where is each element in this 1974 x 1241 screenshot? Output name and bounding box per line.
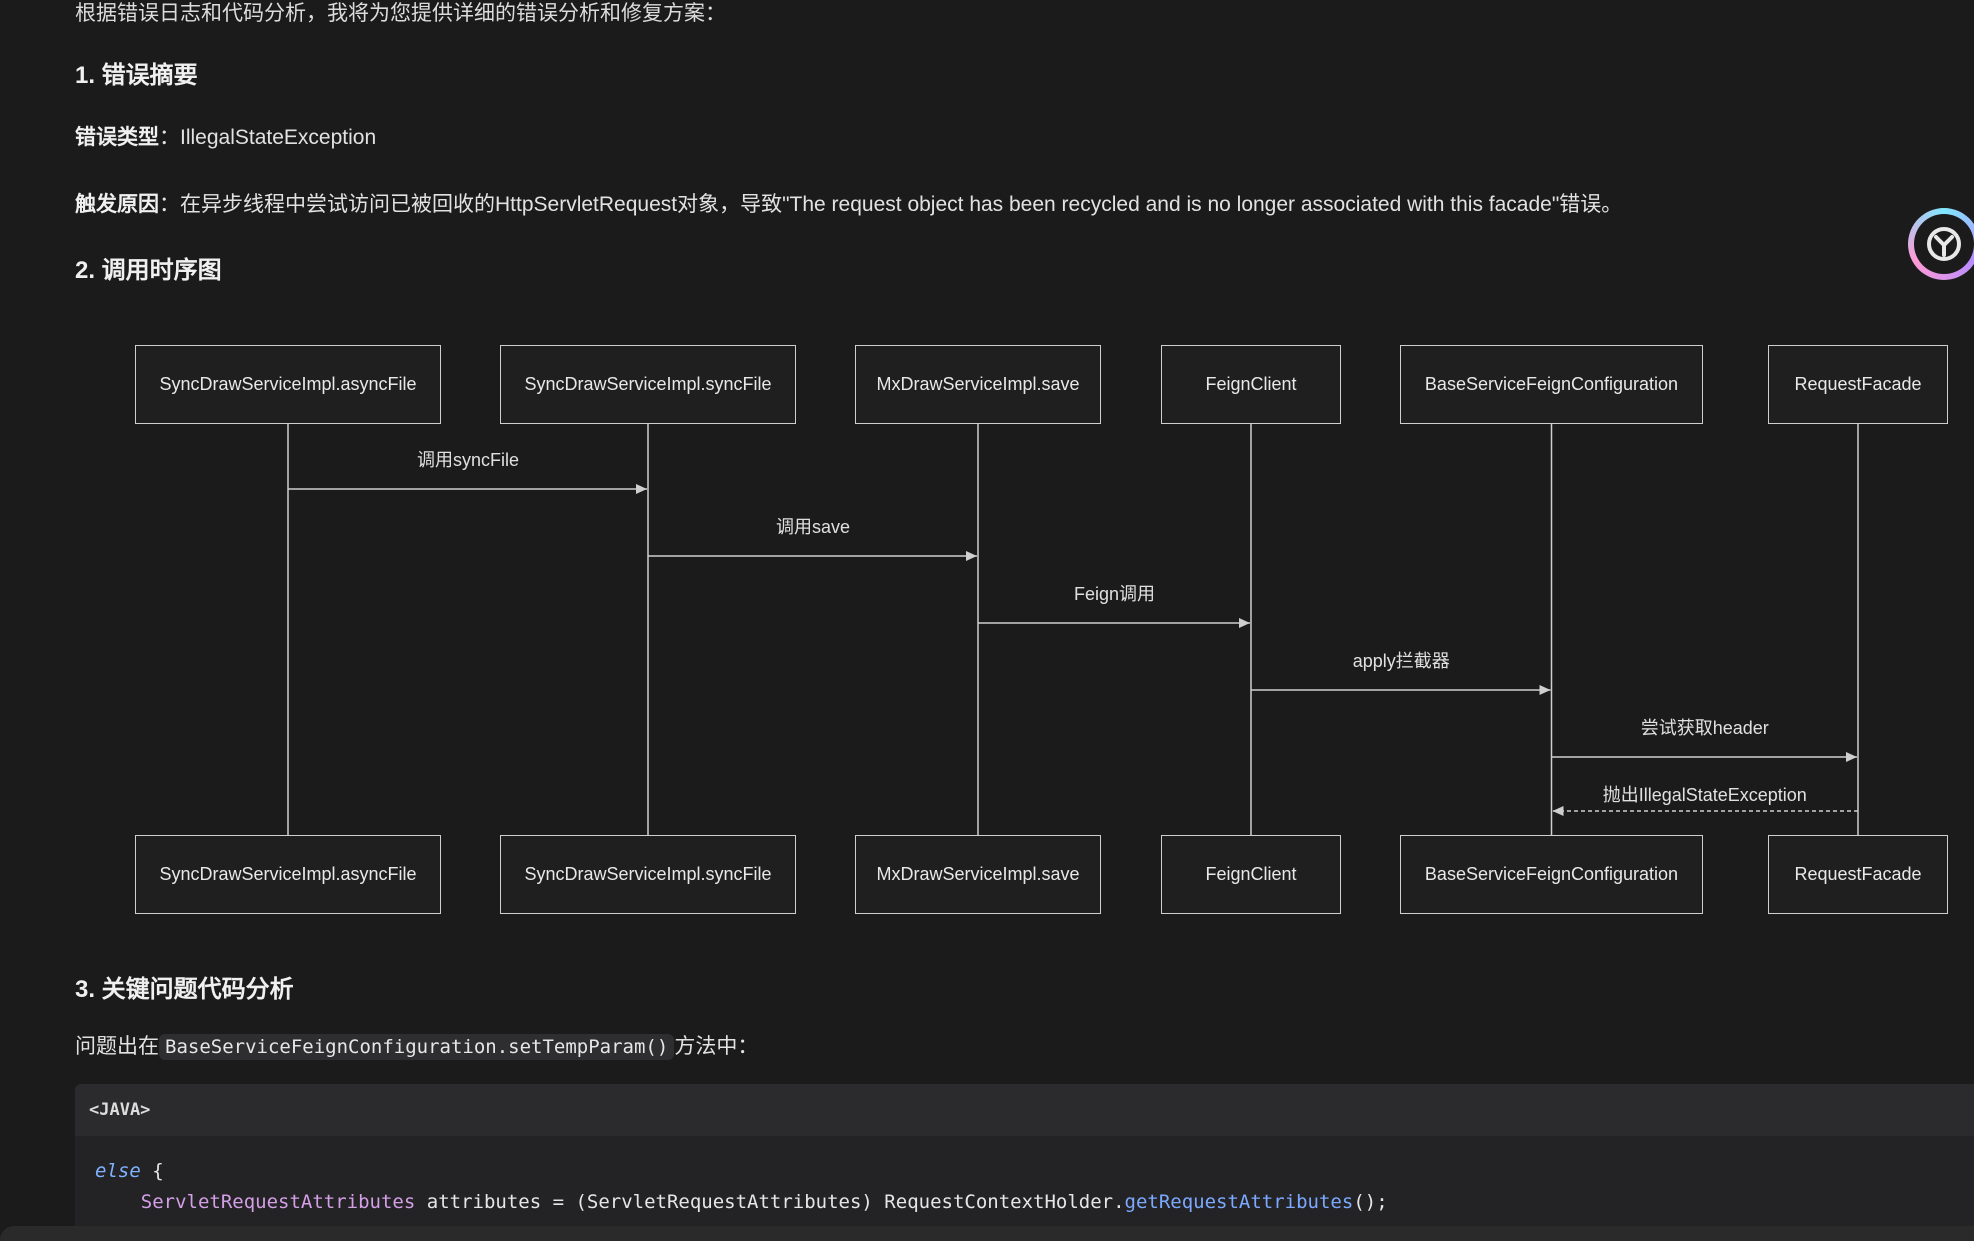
section-2-title: 2. 调用时序图 bbox=[75, 257, 222, 284]
message-label-0: 调用syncFile bbox=[416, 450, 520, 470]
code-body[interactable]: else { ServletRequestAttributes attribut… bbox=[75, 1136, 1974, 1218]
section-3-title: 3. 关键问题代码分析 bbox=[75, 976, 294, 1003]
code-language-label: <JAVA> bbox=[75, 1084, 1974, 1136]
code-line-2-mid: attributes = (ServletRequestAttributes) … bbox=[415, 1191, 1125, 1213]
message-label-2: Feign调用 bbox=[1073, 584, 1156, 604]
section-1-title: 1. 错误摘要 bbox=[75, 62, 198, 89]
error-cause-label: 触发原因 bbox=[75, 193, 159, 216]
code-line-1: else { bbox=[95, 1156, 1954, 1187]
actor-top-4: BaseServiceFeignConfiguration bbox=[1400, 345, 1703, 424]
actor-top-2: MxDrawServiceImpl.save bbox=[855, 345, 1101, 424]
code-type: ServletRequestAttributes bbox=[140, 1191, 416, 1213]
code-keyword-else: else bbox=[95, 1160, 141, 1182]
actor-bottom-0: SyncDrawServiceImpl.asyncFile bbox=[135, 835, 441, 914]
message-label-3: apply拦截器 bbox=[1352, 651, 1450, 671]
chat-message-content: 根据错误日志和代码分析，我将为您提供详细的错误分析和修复方案： 1. 错误摘要 … bbox=[75, 0, 1974, 1241]
error-type-value: ：IllegalStateException bbox=[159, 126, 377, 149]
sequence-diagram-lines bbox=[287, 424, 1859, 835]
code-method: getRequestAttributes bbox=[1124, 1191, 1354, 1213]
code-block[interactable]: <JAVA> else { ServletRequestAttributes a… bbox=[75, 1084, 1974, 1241]
error-cause-line: 触发原因：在异步线程中尝试访问已被回收的HttpServletRequest对象… bbox=[75, 188, 1622, 218]
actor-top-0: SyncDrawServiceImpl.asyncFile bbox=[135, 345, 441, 424]
message-label-1: 调用save bbox=[775, 517, 851, 537]
problem-location-prefix: 问题出在 bbox=[75, 1035, 159, 1058]
actor-top-1: SyncDrawServiceImpl.syncFile bbox=[500, 345, 796, 424]
code-line-2-end: (); bbox=[1353, 1191, 1388, 1213]
assistant-float-button[interactable] bbox=[1908, 208, 1974, 280]
code-indent bbox=[95, 1191, 141, 1213]
message-label-5: 抛出IllegalStateException bbox=[1602, 785, 1807, 805]
actor-bottom-3: FeignClient bbox=[1161, 835, 1341, 914]
actor-bottom-2: MxDrawServiceImpl.save bbox=[855, 835, 1101, 914]
actor-bottom-4: BaseServiceFeignConfiguration bbox=[1400, 835, 1703, 914]
input-area-edge bbox=[0, 1226, 1974, 1241]
code-line-2: ServletRequestAttributes attributes = (S… bbox=[95, 1187, 1954, 1218]
actor-bottom-5: RequestFacade bbox=[1768, 835, 1948, 914]
intro-text: 根据错误日志和代码分析，我将为您提供详细的错误分析和修复方案： bbox=[75, 2, 726, 25]
actor-bottom-1: SyncDrawServiceImpl.syncFile bbox=[500, 835, 796, 914]
error-type-line: 错误类型：IllegalStateException bbox=[75, 121, 376, 151]
code-line-1-rest: { bbox=[140, 1160, 164, 1182]
error-type-label: 错误类型 bbox=[75, 126, 159, 149]
assistant-logo-icon bbox=[1914, 214, 1974, 274]
actor-top-3: FeignClient bbox=[1161, 345, 1341, 424]
problem-location-suffix: 方法中： bbox=[674, 1035, 759, 1058]
inline-code-method: BaseServiceFeignConfiguration.setTempPar… bbox=[159, 1034, 675, 1060]
actor-top-5: RequestFacade bbox=[1768, 345, 1948, 424]
message-label-4: 尝试获取header bbox=[1640, 718, 1769, 738]
error-cause-value: ：在异步线程中尝试访问已被回收的HttpServletRequest对象，导致"… bbox=[159, 193, 1623, 216]
